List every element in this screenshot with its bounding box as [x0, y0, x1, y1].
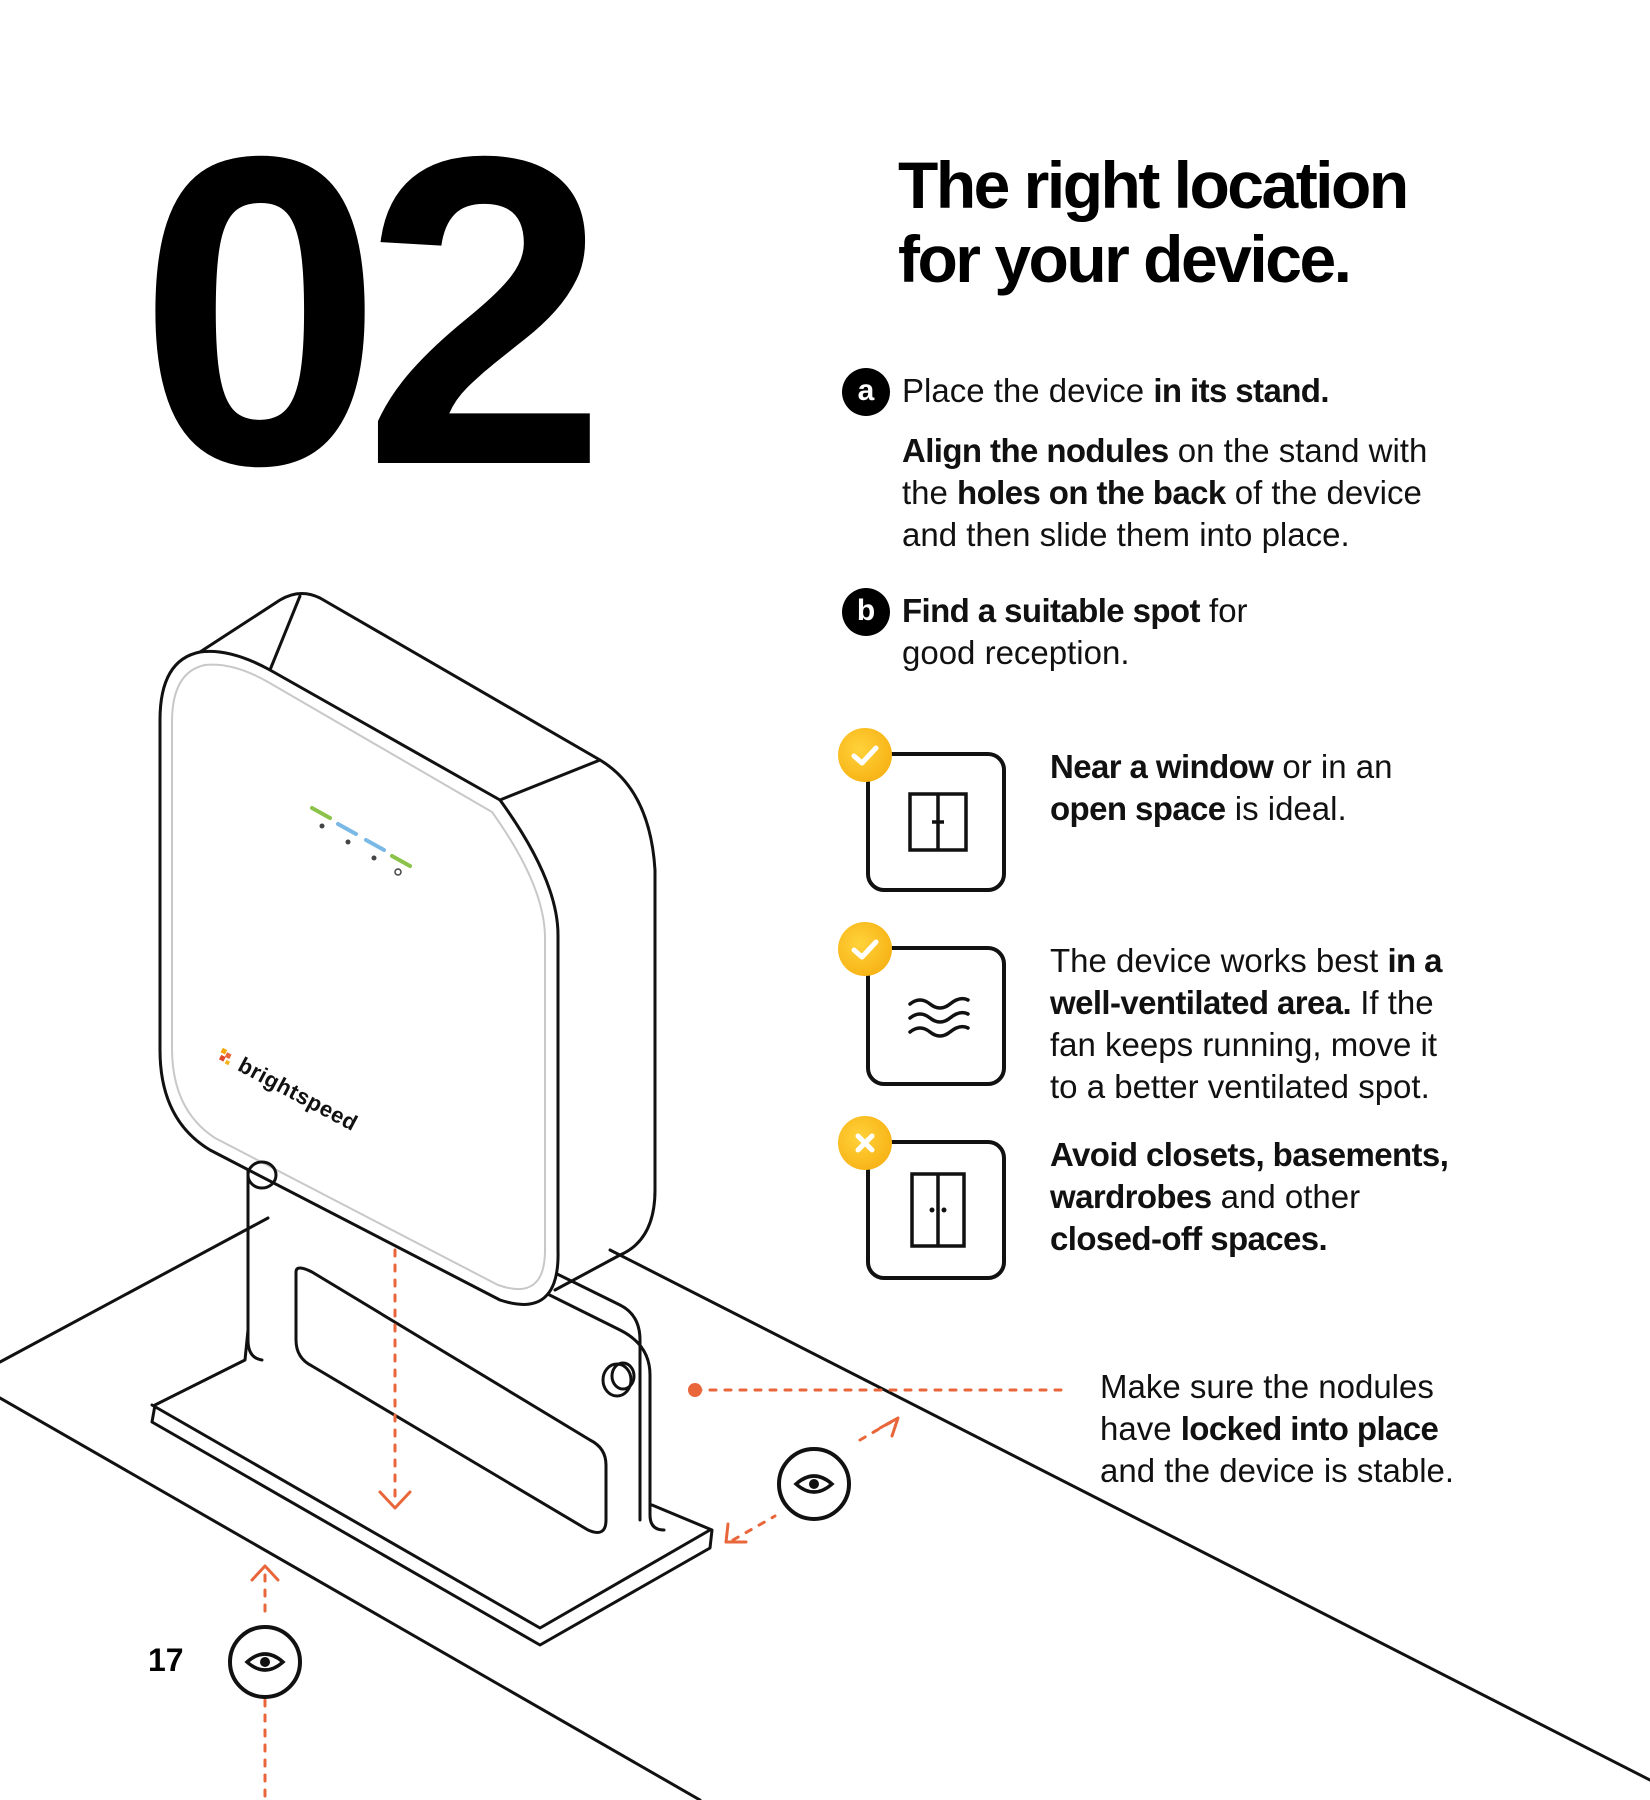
- led-phone: [336, 822, 358, 836]
- checkmark-icon: [838, 922, 892, 976]
- title-line-1: The right location: [898, 148, 1409, 222]
- step-a-detail-bold-1: Align the nodules: [902, 432, 1169, 469]
- callout-text-3: and the device is stable.: [1100, 1452, 1455, 1489]
- closet-icon-box: [866, 1140, 1006, 1280]
- stand-cutout: [294, 1266, 608, 1534]
- section-number: 02: [138, 66, 607, 557]
- window-icon: [908, 792, 968, 852]
- window-icon-box: [866, 752, 1006, 892]
- step-a-detail-text-4: and then slide them into place.: [902, 516, 1350, 553]
- stand-base: [150, 1328, 714, 1647]
- step-b-badge: b: [842, 588, 890, 636]
- desk-edge-far: [608, 1248, 1650, 1782]
- tip-ventilation-text-4: to a better ventilated spot.: [1050, 1068, 1430, 1105]
- tip-ventilation-text-2: If the: [1351, 984, 1434, 1021]
- tip-ventilation-bold-1: in a: [1387, 942, 1442, 979]
- title-line-2: for your device.: [898, 222, 1352, 296]
- step-b-text-2: good reception.: [902, 634, 1130, 671]
- stand-nodule: [601, 1362, 633, 1398]
- brand-mark-icon: [219, 1047, 232, 1066]
- step-b-text: Find a suitable spot for good reception.: [902, 590, 1502, 674]
- closet-icon: [910, 1172, 966, 1248]
- tip-ventilation-text-3: fan keeps running, move it: [1050, 1026, 1438, 1063]
- tip-closet-text: Avoid closets, basements, wardrobes and …: [1050, 1134, 1530, 1260]
- airflow-icon-box: [866, 946, 1006, 1086]
- step-a-detail-text-1: on the stand with: [1168, 432, 1428, 469]
- tip-window-bold-1: Near a window: [1050, 748, 1274, 785]
- step-a-badge: a: [842, 368, 890, 416]
- tip-window-text-2: is ideal.: [1225, 790, 1347, 827]
- led-wifi: [364, 838, 386, 852]
- led-power: [390, 854, 412, 868]
- tip-window-bold-2: open space: [1050, 790, 1226, 827]
- step-a-detail: Align the nodules on the stand with the …: [902, 430, 1502, 556]
- view-arrow-left: [731, 1514, 777, 1542]
- tip-closet-text-1: and other: [1211, 1178, 1361, 1215]
- tip-ventilation-text-1: The device works best: [1050, 942, 1388, 979]
- step-a-intro-text: Place the device: [902, 372, 1154, 409]
- step-a-detail-bold-2: holes on the back: [957, 474, 1226, 511]
- led-signal: [310, 806, 332, 820]
- eye-icon: [227, 1624, 303, 1700]
- tip-ventilation-text: The device works best in a well-ventilat…: [1050, 940, 1510, 1108]
- tip-window-text: Near a window or in an open space is ide…: [1050, 746, 1510, 830]
- step-a-intro-bold: in its stand.: [1153, 372, 1329, 409]
- desk-edge-front: [0, 1396, 702, 1800]
- callout-text: Make sure the nodules have locked into p…: [1100, 1366, 1560, 1492]
- device-front: [158, 649, 560, 1306]
- step-b-text-1: for: [1199, 592, 1248, 629]
- step-b-bold: Find a suitable spot: [902, 592, 1200, 629]
- page-number: 17: [148, 1642, 184, 1678]
- device-top: [198, 592, 657, 1292]
- cross-icon: [838, 1116, 892, 1170]
- brand-logo: brightspeed: [214, 1042, 362, 1137]
- callout-bold-1: locked into place: [1180, 1410, 1439, 1447]
- tip-ventilation-bold-2: well-ventilated area.: [1050, 984, 1352, 1021]
- tip-closet-bold-2: wardrobes: [1050, 1178, 1212, 1215]
- step-a-detail-text-2: the: [902, 474, 958, 511]
- tip-window-text-1: or in an: [1273, 748, 1393, 785]
- desk-edge-back: [0, 1216, 270, 1364]
- callout-text-2: have: [1100, 1410, 1181, 1447]
- callout-text-1: Make sure the nodules: [1100, 1368, 1434, 1405]
- step-a-intro: Place the device in its stand.: [902, 370, 1329, 412]
- eye-icon: [776, 1446, 852, 1522]
- step-a-detail-text-3: of the device: [1225, 474, 1422, 511]
- callout-dot: [688, 1383, 702, 1397]
- page-title: The right location for your device.: [898, 148, 1409, 296]
- airflow-icon: [908, 996, 970, 1038]
- tip-closet-bold-1: Avoid closets, basements,: [1050, 1136, 1449, 1173]
- tip-closet-bold-3: closed-off spaces.: [1050, 1220, 1328, 1257]
- checkmark-icon: [838, 728, 892, 782]
